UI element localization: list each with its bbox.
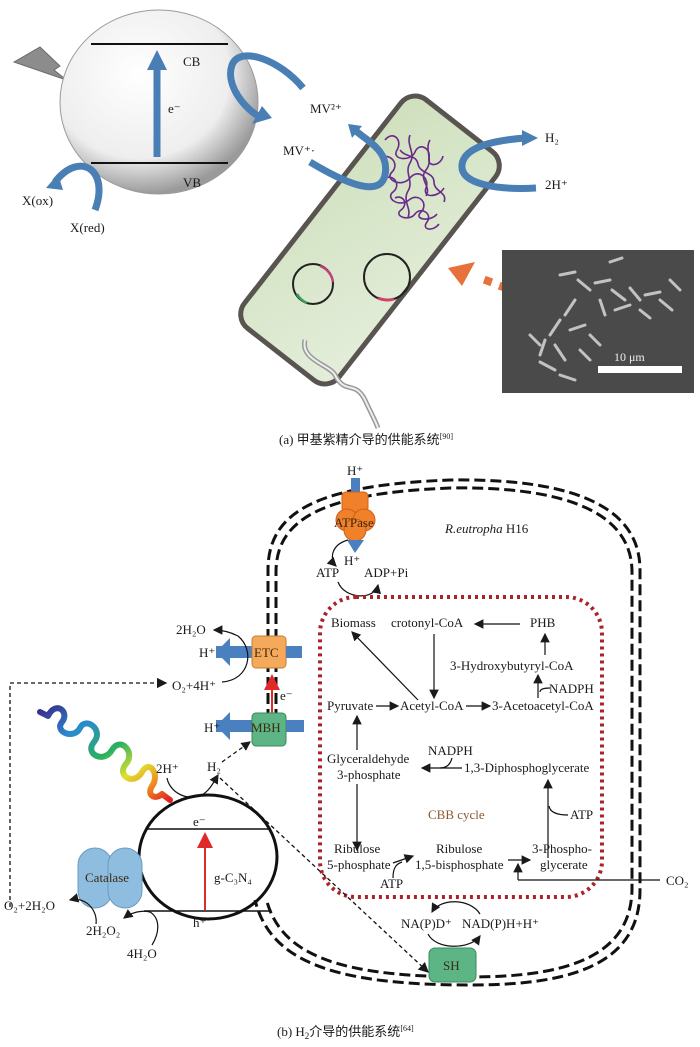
atp-label: ATP	[316, 565, 339, 580]
phb: PHB	[530, 615, 556, 630]
atp-2: ATP	[570, 807, 593, 822]
mbh-h2: H₂	[207, 759, 221, 774]
mv2-label: MV²⁺	[310, 101, 342, 116]
light-wave-icon	[37, 705, 173, 803]
pc-water: 4H₂O	[127, 946, 157, 961]
g3p-line1: Glyceraldehyde	[327, 751, 410, 766]
etc-oxygen: O₂+4H⁺	[172, 678, 216, 693]
sh-complex	[428, 947, 477, 983]
x-red-label: X(red)	[70, 220, 105, 235]
h2-evolution-arrow	[458, 134, 537, 192]
sem-micrograph: 10 μm	[502, 250, 694, 393]
cell-membrane-outer	[253, 478, 642, 987]
hydroxybutyryl-coa: 3-Hydroxybutyryl-CoA	[450, 658, 574, 673]
scale-bar	[598, 366, 682, 373]
excitation-arrow-icon	[147, 50, 167, 70]
x-ox-label: X(ox)	[22, 193, 53, 208]
r5p-line1: Ribulose	[334, 841, 380, 856]
co2-label: CO₂	[666, 873, 689, 888]
etc-label: ETC	[254, 645, 279, 660]
electron-label: e⁻	[168, 101, 181, 116]
pyruvate: Pyruvate	[327, 698, 373, 713]
catalase-label: Catalase	[85, 870, 129, 885]
vb-label: VB	[183, 175, 201, 190]
plasmid-1	[292, 263, 334, 305]
caption-b: (b) H2介导的供能系统[64]	[277, 1024, 414, 1041]
pga-line1: 3-Phospho-	[532, 841, 592, 856]
adp-label: ADP+Pi	[364, 565, 409, 580]
pc-protons: 2H⁺	[156, 761, 179, 776]
cbb-cycle-label: CBB cycle	[428, 807, 485, 822]
g3p-line2: 3-phosphate	[337, 767, 401, 782]
pc-hole: h⁺	[193, 915, 206, 930]
atpase-h-in: H⁺	[347, 463, 363, 478]
2h-label: 2H⁺	[545, 177, 568, 192]
sacrificial-arrow	[52, 162, 103, 212]
rubp-line2: 1,5-bisphosphate	[415, 857, 504, 872]
etc-h-out: H⁺	[199, 645, 215, 660]
r5p-line2: 5-phosphate	[327, 857, 391, 872]
atp-1: ATP	[380, 876, 403, 891]
caption-a: (a) 甲基紫精介导的供能系统[90]	[279, 432, 453, 447]
h2-to-sh-line	[219, 777, 429, 973]
atpase-label: ATPase	[334, 515, 374, 530]
organism-label: R.eutropha H16	[444, 521, 529, 536]
diphosphoglycerate: 1,3-Diphosphoglycerate	[464, 760, 590, 775]
etc-electron: e⁻	[280, 688, 293, 703]
mbh-label: MBH	[251, 720, 281, 735]
rubp-line1: Ribulose	[436, 841, 482, 856]
etc-water: 2H₂O	[176, 622, 206, 637]
panel-b: R.eutropha H16 H⁺ ATPase H⁺ ATP ADP+Pi B…	[4, 463, 689, 1041]
panel-a: CB VB e⁻ X(ox) X(red) MV²⁺ MV⁺·	[12, 9, 694, 447]
pc-electron: e⁻	[193, 814, 206, 829]
acetyl-coa: Acetyl-CoA	[400, 698, 464, 713]
atpase-complex	[335, 491, 376, 542]
g-c3n4-label: g-C₃N₄	[214, 870, 252, 885]
g-c3n4-particle	[137, 793, 279, 921]
sh-label: SH	[443, 958, 460, 973]
bacterial-cell	[238, 93, 502, 387]
crotonyl-coa: crotonyl-CoA	[391, 615, 464, 630]
mv-reoxidation-arrow	[308, 127, 390, 191]
oxygen-supply-line	[9, 677, 168, 907]
nadph-2: NADPH	[428, 743, 473, 758]
sh-reduced: NAD(P)H+H⁺	[462, 916, 539, 931]
scale-bar-label: 10 μm	[614, 350, 645, 364]
biomass: Biomass	[331, 615, 376, 630]
cbb-region	[318, 595, 604, 899]
cb-label: CB	[183, 54, 201, 69]
acetoacetyl-coa: 3-Acetoacetyl-CoA	[492, 698, 594, 713]
mbh-h-out: H⁺	[204, 720, 220, 735]
cell-membrane-inner	[264, 486, 634, 979]
mv-plus-label: MV⁺·	[283, 143, 315, 158]
catalase-enzyme	[77, 847, 143, 909]
atpase-h-out: H⁺	[344, 553, 360, 568]
peroxide-label: 2H₂O₂	[86, 923, 120, 938]
nadph-1: NADPH	[549, 681, 594, 696]
cb-to-mv-arrow	[227, 52, 306, 122]
pga-line2: glycerate	[540, 857, 588, 872]
hydrogenase-protein	[379, 134, 446, 230]
catalase-products: O₂+2H₂O	[4, 898, 55, 913]
sh-oxidized: NA(P)D⁺	[401, 916, 452, 931]
h2-label: H₂	[545, 130, 559, 145]
